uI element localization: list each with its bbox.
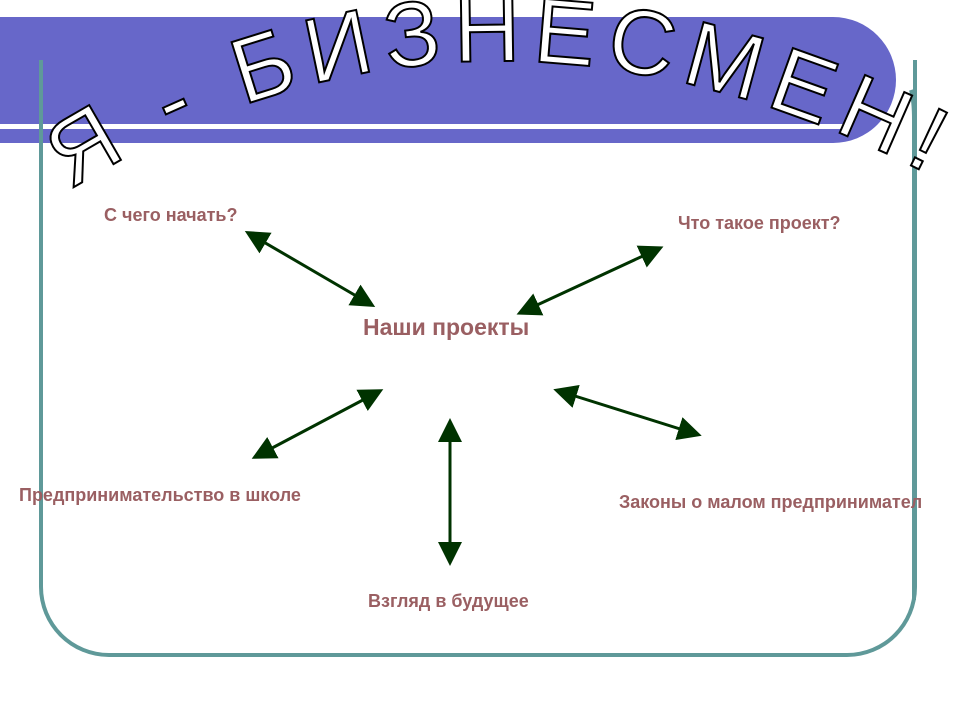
title-stripe (0, 124, 850, 129)
arrow-laws (553, 384, 702, 441)
node-start: С чего начать? (104, 205, 238, 225)
center-node: Наши проекты (363, 314, 530, 340)
frame-right-edge (909, 89, 916, 600)
node-laws: Законы о малом предпринимател (619, 492, 923, 512)
title-band (0, 17, 896, 143)
node-future: Взгляд в будущее (368, 591, 529, 611)
arrow-start (244, 230, 376, 308)
node-school: Предпринимательство в школе (19, 485, 301, 505)
arrow-school (251, 389, 384, 459)
node-project: Что такое проект? (678, 213, 841, 233)
title-wordart: Я - БИЗНЕСМЕН! (29, 0, 960, 207)
arrow-project (516, 245, 664, 316)
